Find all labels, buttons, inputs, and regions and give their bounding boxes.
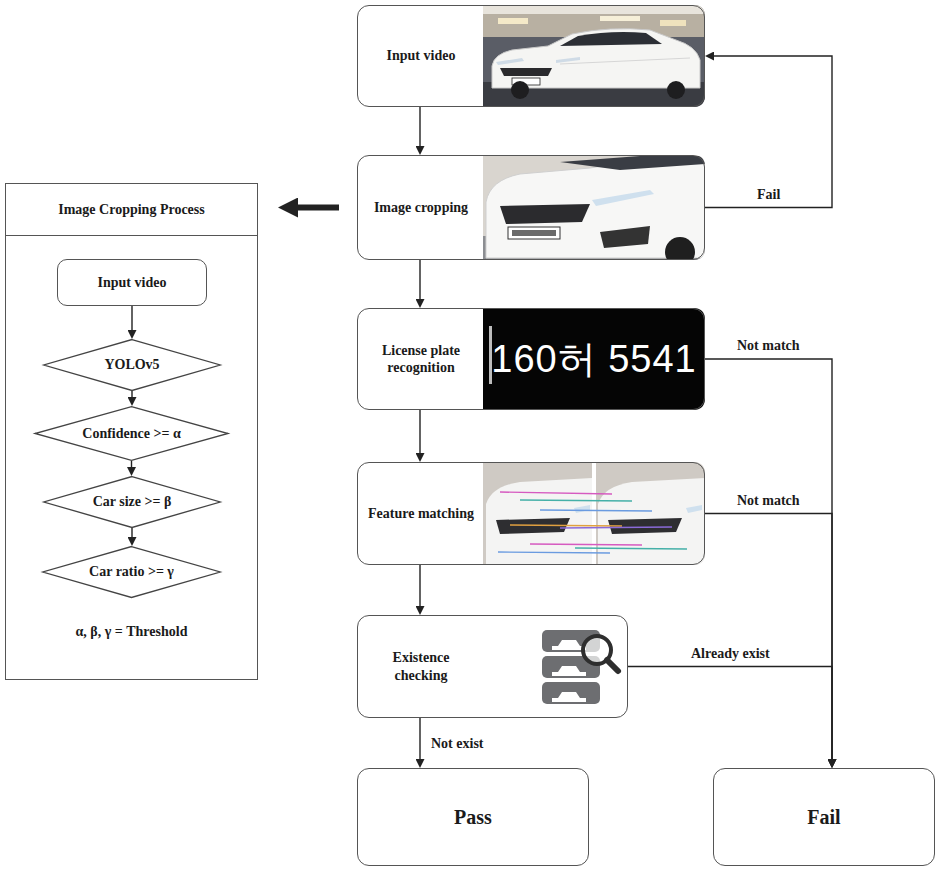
edge-label: Not match: [734, 338, 803, 355]
cropped-car-photo: [483, 155, 705, 267]
input-box: Input video: [57, 259, 207, 306]
feature-match-photo: [483, 462, 705, 565]
edge-label: Not match: [734, 493, 803, 510]
car-photo: [483, 5, 705, 107]
node-label: Car size >= β: [93, 493, 172, 511]
plate-text: 160허 5541: [491, 340, 697, 378]
flow-arrow: [705, 56, 832, 208]
edge-label-holder: Already exist: [688, 644, 773, 663]
edge-label: Already exist: [688, 646, 773, 663]
block-arrow: [298, 205, 339, 211]
node-label: Fail: [807, 805, 840, 830]
flow-arrow: [419, 718, 420, 759]
decision-diamond: Car size >= β: [42, 476, 222, 528]
node-label: Image cropping: [374, 199, 468, 217]
flow-arrow: [419, 565, 420, 606]
node-label: Input video: [98, 274, 167, 292]
flow-arrow: [705, 359, 832, 759]
edge-label-holder: Not exist: [428, 734, 487, 753]
edge-label: Fail: [754, 187, 783, 204]
node-label: Confidence >= α: [82, 425, 180, 443]
text-area: Existence checking: [358, 616, 484, 717]
node-label: Existence checking: [366, 649, 476, 684]
plate-crop: [483, 308, 705, 410]
decision-diamond: Confidence >= α: [33, 406, 230, 461]
flow-arrow: [419, 260, 420, 299]
text-area: Fail: [714, 769, 934, 865]
diamond-shape: [44, 340, 220, 391]
text-area: Car size >= β: [42, 476, 222, 528]
process-box: Input video: [357, 5, 705, 107]
edge-label-holder: Not match: [734, 336, 803, 355]
diamond-shape: [43, 547, 220, 598]
flow-arrow: [628, 667, 832, 760]
process-box: Image cropping: [357, 155, 705, 260]
panel-slot: Image Cropping Process: [6, 184, 257, 236]
plate-holder: 160허 5541: [484, 311, 704, 407]
database-icon: [542, 630, 618, 704]
node-note: α, β, γ = Threshold: [76, 623, 188, 641]
process-box: License plate recognition: [357, 308, 705, 410]
node-label: YOLOv5: [104, 356, 159, 374]
node-label: Input video: [387, 47, 456, 65]
node-label: Pass: [454, 805, 492, 830]
diamond-outline: [42, 339, 222, 391]
node-label: Image Cropping Process: [58, 201, 204, 219]
panel-slot: α, β, γ = Threshold: [6, 616, 257, 648]
text-area: Confidence >= α: [33, 406, 230, 461]
flow-arrow: [419, 410, 420, 453]
diamond-outline: [42, 476, 222, 528]
diamond-outline: [33, 406, 230, 461]
edge-label-holder: Not match: [734, 491, 803, 510]
flow-arrow: [131, 306, 132, 330]
text-area: Pass: [358, 769, 588, 865]
flow-arrow: [131, 461, 132, 467]
text-area: Car ratio >= γ: [41, 546, 222, 598]
flow-arrow: [131, 391, 132, 397]
terminal-box: Pass: [357, 768, 589, 866]
process-box: Existence checking: [357, 615, 628, 718]
text-area: Feature matching: [358, 463, 484, 564]
text-area: Image cropping: [358, 156, 484, 259]
text-area: Input video: [358, 6, 484, 106]
node-label: Car ratio >= γ: [89, 563, 174, 581]
decision-diamond: Car ratio >= γ: [41, 546, 222, 598]
text-area: Input video: [58, 260, 206, 305]
diamond-shape: [35, 407, 228, 461]
node-label: Feature matching: [368, 505, 474, 523]
flow-arrow: [705, 514, 832, 760]
text-area: YOLOv5: [42, 339, 222, 391]
edge-label-holder: Fail: [754, 185, 783, 204]
process-box: Feature matching: [357, 462, 705, 565]
text-area: License plate recognition: [358, 309, 484, 409]
flow-arrow: [419, 107, 420, 146]
diamond-outline: [41, 546, 222, 598]
node-label: License plate recognition: [366, 342, 476, 377]
process-panel: Image Cropping Process α, β, γ = Threshol…: [5, 183, 258, 680]
diamond-shape: [44, 477, 220, 528]
decision-diamond: YOLOv5: [42, 339, 222, 391]
edge-label: Not exist: [428, 736, 487, 753]
terminal-box: Fail: [713, 768, 935, 866]
flow-arrow: [131, 528, 132, 537]
